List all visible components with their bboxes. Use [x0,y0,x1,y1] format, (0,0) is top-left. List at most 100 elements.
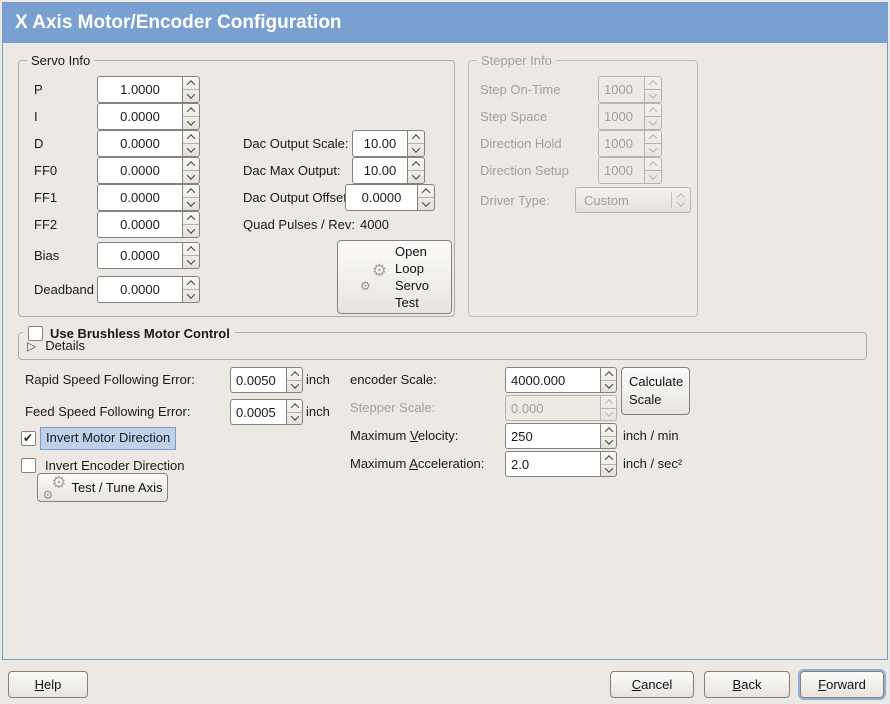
invert-encoder-direction-checkbox[interactable] [21,458,36,473]
encoder-scale-input[interactable]: 4000.000 [505,367,601,393]
stepper-info-frame-title: Stepper Info [477,53,556,68]
encoder-scale-spin-up[interactable] [601,368,616,380]
max-velocity-label: Maximum Velocity: [350,428,459,443]
p-input[interactable]: 1.0000 [97,76,183,103]
dac-output-scale-spin-up[interactable] [408,131,424,143]
d-input[interactable]: 0.0000 [97,130,183,157]
expander-triangle-icon [27,338,36,353]
dac-output-scale-spin-down[interactable] [408,143,424,156]
dac-output-scale-input[interactable]: 10.00 [352,130,408,157]
ff0-spinbutton: 0.0000 [97,157,200,184]
details-expander[interactable]: Details [27,338,85,353]
max-velocity-unit: inch / min [623,428,679,443]
feed-following-error-unit: inch [306,404,330,419]
p-spin-up[interactable] [183,77,199,89]
invert-motor-direction-label[interactable]: Invert Motor Direction [40,427,177,450]
invert-motor-direction-checkbox[interactable] [21,431,36,446]
dac-max-output-spin-down[interactable] [408,170,424,183]
p-spin-down[interactable] [183,89,199,102]
feed-following-error-spinbutton: 0.0005 [230,399,303,425]
ff1-spin-up[interactable] [183,185,199,197]
deadband-label: Deadband [34,282,94,297]
deadband-input[interactable]: 0.0000 [97,276,183,303]
i-spin-down[interactable] [183,116,199,129]
step-space-label: Step Space [480,109,548,124]
ff0-input[interactable]: 0.0000 [97,157,183,184]
calculate-scale-button[interactable]: Calculate Scale [621,367,690,415]
max-acceleration-unit: inch / sec² [623,456,683,471]
deadband-spin-up[interactable] [183,277,199,289]
page-title: X Axis Motor/Encoder Configuration [3,3,887,43]
p-spinbutton: 1.0000 [97,76,200,103]
direction-hold-label: Direction Hold [480,136,562,151]
servo-info-frame: Servo Info [18,53,455,317]
dac-output-offset-label: Dac Output Offset: [243,190,351,205]
ff2-spin-down[interactable] [183,224,199,237]
dac-output-offset-spin-down[interactable] [418,197,434,210]
max-acceleration-spinbutton: 2.0 [505,451,617,477]
stepper-info-frame: Stepper Info [468,53,698,317]
deadband-spin-down[interactable] [183,289,199,302]
direction-setup-spinbutton: 1000 [598,157,662,184]
rapid-spin-down[interactable] [287,379,302,393]
bias-spin-up[interactable] [183,243,199,255]
ff2-spin-up[interactable] [183,212,199,224]
max-acceleration-spin-up[interactable] [601,452,616,464]
ff0-spin-up[interactable] [183,158,199,170]
encoder-scale-spin-down[interactable] [601,379,616,393]
rapid-following-error-input[interactable]: 0.0050 [230,367,287,393]
quad-pulses-label: Quad Pulses / Rev: [243,217,355,232]
driver-type-label: Driver Type: [480,193,550,208]
bias-spin-down[interactable] [183,255,199,268]
deadband-spinbutton: 0.0000 [97,276,200,303]
dac-max-output-input[interactable]: 10.00 [352,157,408,184]
dac-output-offset-spin-up[interactable] [418,185,434,197]
ff0-label: FF0 [34,163,58,178]
details-label: Details [45,338,85,353]
rapid-following-error-unit: inch [306,372,330,387]
dac-output-scale-spinbutton: 10.00 [352,130,425,157]
direction-setup-input: 1000 [598,157,645,184]
ff2-input[interactable]: 0.0000 [97,211,183,238]
ff1-input[interactable]: 0.0000 [97,184,183,211]
i-input[interactable]: 0.0000 [97,103,183,130]
driver-type-combobox: Custom [575,187,691,213]
quad-pulses-value: 4000 [360,217,389,232]
gears-icon [360,261,387,293]
dac-max-output-spin-up[interactable] [408,158,424,170]
rapid-spin-up[interactable] [287,368,302,380]
combo-arrows-icon [672,193,690,207]
dac-output-offset-input[interactable]: 0.0000 [345,184,418,211]
step-space-spinbutton: 1000 [598,103,662,130]
ff0-spin-down[interactable] [183,170,199,183]
max-acceleration-spin-down[interactable] [601,463,616,477]
feed-spin-up[interactable] [287,400,302,412]
ff1-spinbutton: 0.0000 [97,184,200,211]
d-spin-up[interactable] [183,131,199,143]
bias-input[interactable]: 0.0000 [97,242,183,269]
open-loop-servo-test-button[interactable]: Open Loop Servo Test [337,240,452,314]
feed-spin-down[interactable] [287,411,302,425]
max-velocity-input[interactable]: 250 [505,423,601,449]
ff1-spin-down[interactable] [183,197,199,210]
test-tune-axis-button[interactable]: Test / Tune Axis [37,473,168,502]
direction-hold-spinbutton: 1000 [598,130,662,157]
encoder-scale-label: encoder Scale: [350,372,437,387]
max-acceleration-input[interactable]: 2.0 [505,451,601,477]
i-spinbutton: 0.0000 [97,103,200,130]
dac-output-offset-spinbutton: 0.0000 [345,184,435,211]
dac-max-output-spinbutton: 10.00 [352,157,425,184]
i-spin-up[interactable] [183,104,199,116]
step-on-time-label: Step On-Time [480,82,561,97]
max-velocity-spinbutton: 250 [505,423,617,449]
feed-following-error-input[interactable]: 0.0005 [230,399,287,425]
bias-spinbutton: 0.0000 [97,242,200,269]
d-spin-down[interactable] [183,143,199,156]
max-velocity-spin-down[interactable] [601,435,616,449]
max-velocity-spin-up[interactable] [601,424,616,436]
